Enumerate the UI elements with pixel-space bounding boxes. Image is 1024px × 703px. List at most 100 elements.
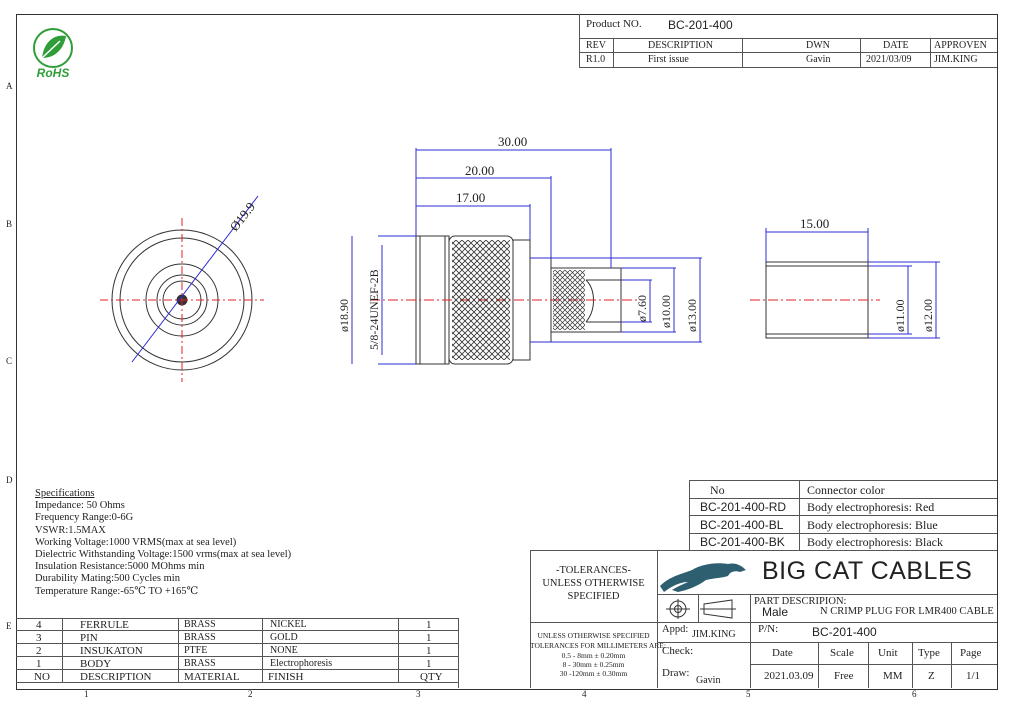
dim-20: 20.00 (465, 163, 494, 178)
rohs-text: RoHS (36, 66, 70, 80)
product-no-value: BC-201-400 (668, 18, 733, 32)
dim-diam-10-00: ø10.00 (659, 295, 673, 328)
spec-insulation: Insulation Resistance:5000 MOhms min (35, 561, 205, 573)
rev-header: REV (586, 40, 606, 51)
spec-frequency: Frequency Range:0-6G (35, 512, 134, 524)
spec-temperature: Temperature Range:-65℃ TO +165℃ (35, 585, 199, 597)
bom-row-4-finish: NICKEL (270, 619, 307, 630)
front-view (100, 195, 264, 382)
info-page-value: 1/1 (966, 670, 981, 682)
info-scale-value: Free (834, 670, 854, 682)
approver-value: JIM.KING (934, 54, 978, 65)
dwn-header: DWN (806, 40, 830, 51)
pn-value: BC-201-400 (812, 625, 877, 639)
info-type-header: Type (918, 647, 940, 659)
color-row-bl-desc: Body electrophoresis: Blue (807, 518, 938, 532)
tolerances-unless: UNLESS OTHERWISE (542, 578, 645, 589)
specifications-block: Specifications Impedance: 50 Ohms Freque… (35, 488, 291, 598)
product-no-label: Product NO. (586, 18, 642, 30)
color-row-bk-desc: Body electrophoresis: Black (807, 535, 943, 549)
dim-30: 30.00 (498, 134, 527, 149)
dim-diam-12-00: ø12.00 (921, 299, 935, 332)
appd-label: Appd: (662, 624, 689, 635)
dim-thread: 5/8-24UNEF-2B (367, 269, 381, 350)
info-date-header: Date (772, 647, 793, 659)
tolerances-title: -TOLERANCES- (555, 565, 632, 576)
check-label: Check: (662, 645, 694, 657)
dim-front-diameter: Ø19.9 (227, 199, 259, 234)
spec-vswr: VSWR:1.5MAX (35, 524, 106, 536)
bom-row-1-material: BRASS (184, 658, 216, 669)
tolerances-line-5: 30 -120mm ± 0.30mm (559, 669, 628, 678)
dim-diam-7-60: ø7.60 (635, 295, 649, 322)
row-marker-d: D (6, 475, 13, 485)
col-marker-4: 4 (582, 689, 587, 699)
description-value: First issue (648, 54, 689, 65)
bom-row-2-no: 2 (36, 645, 42, 657)
part-description-label: PART DESCRIPION: (754, 596, 847, 607)
spec-dielectric-voltage: Dielectric Withstanding Voltage:1500 vrm… (35, 549, 292, 561)
date-header: DATE (883, 40, 909, 51)
row-marker-b: B (6, 219, 13, 229)
cat-logo-icon (660, 563, 746, 592)
col-marker-1: 1 (84, 689, 89, 699)
knurl-hatch (452, 240, 510, 360)
specifications-heading: Specifications (35, 488, 95, 499)
bom-header-description: DESCRIPTION (80, 671, 152, 683)
bom-row-1-qty: 1 (426, 658, 432, 670)
color-table-color-header: Connector color (807, 483, 885, 497)
draw-label: Draw: (662, 667, 690, 679)
projection-symbol-icon (666, 599, 736, 619)
bom-header-no: NO (34, 671, 50, 683)
dim-diam-11-00: ø11.00 (893, 299, 907, 332)
color-row-bl-no: BC-201-400-BL (700, 518, 784, 532)
dim-diam-13-00: ø13.00 (685, 299, 699, 332)
tolerances-line-4: 8 - 30mm ± 0.25mm (562, 660, 625, 669)
bom-row-4-qty: 1 (426, 619, 432, 631)
spec-impedance: Impedance: 50 Ohms (35, 500, 125, 512)
rev-value: R1.0 (586, 54, 606, 65)
col-marker-5: 5 (746, 689, 751, 699)
pn-label: P/N: (758, 623, 779, 635)
info-unit-value: MM (883, 670, 903, 682)
col-marker-2: 2 (248, 689, 253, 699)
bom-row-2-desc: INSUKATON (80, 645, 143, 657)
approven-header: APPROVEN (934, 40, 987, 51)
color-row-rd-no: BC-201-400-RD (700, 500, 787, 514)
tolerances-line-2: TOLERANCES FOR MILLIMETERS ARE: (530, 641, 666, 650)
tolerances-specified: SPECIFIED (567, 591, 620, 602)
col-marker-6: 6 (912, 689, 917, 699)
spec-durability: Durability Mating:500 Cycles min (35, 573, 180, 585)
bom-header-qty: QTY (420, 671, 443, 683)
color-row-rd-desc: Body electrophoresis: Red (807, 500, 935, 514)
bom-row-3-finish: GOLD (270, 632, 298, 643)
dim-body-diameter: ø18.90 (337, 299, 351, 332)
color-table-no-header: No (710, 483, 725, 497)
dim-15: 15.00 (800, 216, 829, 231)
drawing-frame (16, 14, 998, 690)
info-date-value: 2021.03.09 (764, 670, 814, 682)
bom-row-1-desc: BODY (80, 658, 112, 670)
bom-row-3-material: BRASS (184, 632, 216, 643)
bom-row-1-no: 1 (36, 658, 42, 670)
row-marker-e: E (6, 621, 12, 631)
tolerances-line-3: 0.5 - 8mm ± 0.20mm (561, 651, 626, 660)
info-page-header: Page (960, 647, 982, 659)
draw-value: Gavin (696, 675, 721, 686)
ferrule-view (750, 261, 880, 339)
row-marker-c: C (6, 356, 13, 366)
row-marker-a: A (6, 81, 13, 91)
crimp-hatch (553, 270, 585, 330)
info-unit-header: Unit (878, 647, 898, 659)
tolerances-line-1: UNLESS OTHERWISE SPECIFIED (537, 631, 650, 640)
company-name: BIG CAT CABLES (762, 557, 973, 585)
bom-row-3-desc: PIN (80, 632, 98, 644)
bom-row-4-desc: FERRULE (80, 619, 129, 631)
date-value: 2021/03/09 (866, 54, 912, 65)
dim-17: 17.00 (456, 190, 485, 205)
bom-row-2-finish: NONE (270, 645, 298, 656)
rohs-logo: RoHS (26, 26, 80, 80)
dwn-value: Gavin (806, 54, 831, 65)
bom-row-3-qty: 1 (426, 632, 432, 644)
